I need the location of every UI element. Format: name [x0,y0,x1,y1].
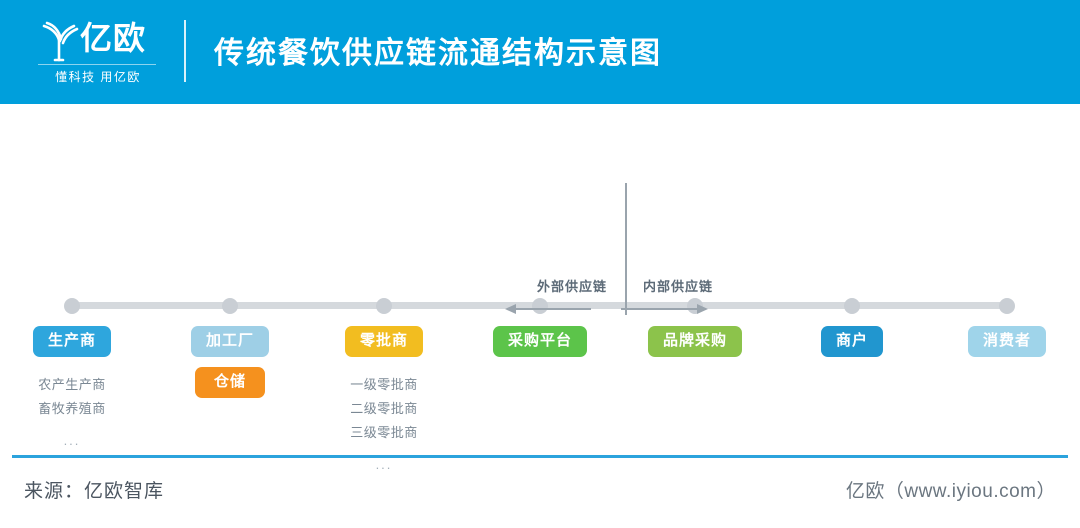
flow-label-internal: 内部供应链 [642,279,713,294]
node-chip-wholesaler[interactable]: 零批商 [344,326,424,357]
footer-rule [12,455,1068,458]
timeline-dot-wholesaler [376,298,392,314]
header-divider [184,20,186,82]
sublist-item: 农产生产商 [38,377,106,392]
credit-label: 亿欧（www.iyiou.com） [845,481,1056,502]
timeline-dot-producer [64,298,80,314]
arrow-shaft [515,308,591,310]
node-chip-warehouse[interactable]: 仓储 [194,367,266,398]
node-chip-producer[interactable]: 生产商 [32,326,112,357]
arrow-shaft [621,308,697,310]
node-chip-processing-plant[interactable]: 加工厂 [190,326,270,357]
page-header: 亿欧 懂科技 用亿欧 传统餐饮供应链流通结构示意图 [0,0,1080,104]
timeline-dot-consumer [999,298,1015,314]
node-chip-procurement-platform[interactable]: 采购平台 [492,326,588,357]
sublist-item: 二级零批商 [350,401,418,416]
supply-chain-divider [625,183,627,315]
node-brand-procurement[interactable]: 品牌采购 [647,326,743,357]
node-consumer[interactable]: 消费者 [967,326,1047,357]
node-procurement-platform[interactable]: 采购平台 [492,326,588,357]
sublist-ellipsis: ... [63,433,81,448]
sublist-item: 三级零批商 [350,425,418,440]
arrow-head [505,304,516,314]
node-wholesaler[interactable]: 零批商一级零批商二级零批商三级零批商... [344,326,424,477]
node-processing-plant[interactable]: 加工厂仓储 [190,326,270,398]
node-producer[interactable]: 生产商农产生产商畜牧养殖商... [32,326,112,453]
node-chip-consumer[interactable]: 消费者 [967,326,1047,357]
logo-divider [38,64,156,65]
yiou-sprout-icon [38,20,80,62]
sublist-item: 畜牧养殖商 [38,401,106,416]
source-label: 来源：亿欧智库 [24,481,165,502]
node-chip-brand-procurement[interactable]: 品牌采购 [647,326,743,357]
sublist-item: 一级零批商 [350,377,418,392]
logo-row: 亿欧 [36,18,158,64]
brand-logo: 亿欧 懂科技 用亿欧 [36,16,158,90]
arrow-right-icon [603,304,753,314]
node-sublist-producer: 农产生产商畜牧养殖商... [33,373,111,453]
timeline-dot-procurement-platform [532,298,548,314]
flow-label-external: 外部供应链 [536,279,607,294]
timeline-dot-merchant [844,298,860,314]
supply-chain-diagram: 生产商农产生产商畜牧养殖商... 加工厂仓储 零批商一级零批商二级零批商三级零批商.… [0,104,1080,472]
page-title: 传统餐饮供应链流通结构示意图 [214,37,662,70]
arrow-left-icon [497,304,647,314]
brand-name: 亿欧 [80,20,147,56]
node-sublist-wholesaler: 一级零批商二级零批商三级零批商... [345,373,423,477]
node-merchant[interactable]: 商户 [820,326,884,357]
arrow-head [697,304,708,314]
flow-internal: 内部供应链 [603,276,753,314]
node-chip-merchant[interactable]: 商户 [820,326,884,357]
brand-tagline: 懂科技 用亿欧 [55,70,141,84]
flow-external: 外部供应链 [497,276,647,314]
timeline-dot-processing-plant [222,298,238,314]
sublist-ellipsis: ... [375,457,393,472]
